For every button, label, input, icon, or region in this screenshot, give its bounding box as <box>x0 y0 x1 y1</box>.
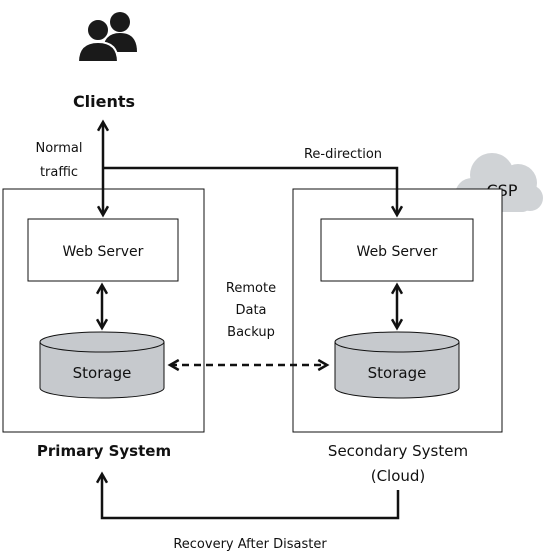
secondary-storage-icon <box>334 331 460 399</box>
primary-web-server-label: Web Server <box>63 244 144 260</box>
primary-web-server-box <box>27 218 179 282</box>
remote-backup-label-line2: Data <box>235 303 266 318</box>
remote-backup-label-line3: Backup <box>227 325 275 340</box>
primary-system-title: Primary System <box>37 442 171 460</box>
remote-backup-label-line1: Remote <box>226 281 276 296</box>
secondary-system-title-line2: (Cloud) <box>371 467 426 485</box>
clients-label: Clients <box>73 92 135 111</box>
redirection-label: Re-direction <box>304 147 382 162</box>
secondary-storage-label: Storage <box>368 364 427 382</box>
recovery-arrow <box>95 471 400 520</box>
secondary-web-server-label: Web Server <box>357 244 438 260</box>
normal-traffic-label-line2: traffic <box>40 165 78 180</box>
secondary-system-title-line1: Secondary System <box>328 442 468 460</box>
primary-storage-label: Storage <box>73 364 132 382</box>
users-icon <box>76 12 137 63</box>
primary-storage-icon <box>39 331 165 399</box>
recovery-label: Recovery After Disaster <box>173 537 327 552</box>
redirection-arrow <box>103 166 404 218</box>
normal-traffic-label-line1: Normal <box>35 141 82 156</box>
secondary-web-server-box <box>320 218 474 282</box>
